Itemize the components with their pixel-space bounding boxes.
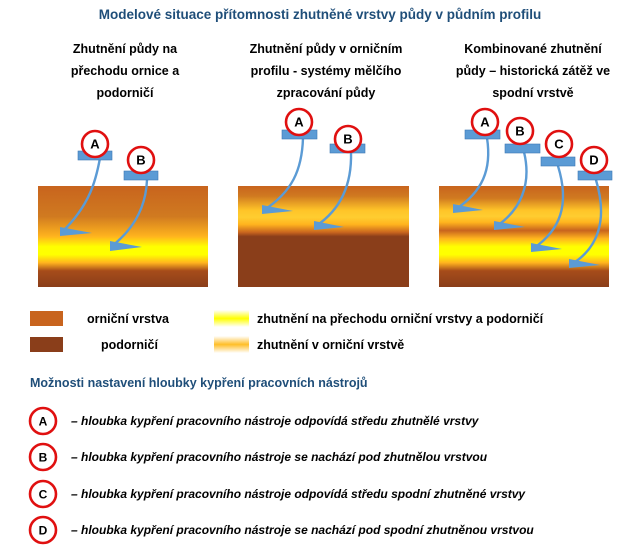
legend-swatch-topsoil	[30, 311, 63, 326]
tool-panel-3-d: D	[569, 145, 613, 268]
tool-label-a: A	[480, 115, 490, 130]
tool-panel-1-b: B	[110, 145, 159, 251]
panel-2-title: Zhutnění půdy v orničním profilu - systé…	[250, 42, 403, 100]
tool-label-circle	[126, 145, 156, 175]
tool-label-c: C	[554, 137, 564, 152]
panel-3-title: Kombinované zhutnění půdy – historická z…	[456, 42, 610, 100]
depth-item-text: – hloubka kypření pracovního nástroje od…	[71, 414, 480, 428]
depth-item-d: D – hloubka kypření pracovního nástroje …	[28, 515, 534, 545]
tool-label-b: B	[136, 153, 145, 168]
panel-3-title-line-2: půdy – historická zátěž ve	[456, 64, 610, 78]
legend-label-compaction-transition: zhutnění na přechodu orniční vrstvy a po…	[257, 312, 544, 326]
legend-swatch-compaction-transition	[214, 310, 249, 327]
tool-panel-1-a: A	[60, 129, 113, 236]
tool-panel-3-c: C	[531, 129, 576, 252]
tool-label-circle	[579, 145, 609, 175]
panel-1-title: Zhutnění půdy na přechodu ornice a podor…	[71, 42, 180, 100]
depth-item-b: B – hloubka kypření pracovního nástroje …	[28, 442, 488, 472]
depth-item-circle	[28, 479, 58, 509]
depth-item-text: – hloubka kypření pracovního nástroje se…	[71, 450, 488, 464]
legend-label-compaction-topsoil: zhutnění v orniční vrstvě	[257, 338, 404, 352]
legend-swatch-compaction-topsoil	[214, 336, 249, 353]
diagram-title: Modelové situace přítomnosti zhutněné vr…	[99, 7, 542, 22]
tool-panel-2-b: B	[314, 124, 366, 230]
panel-3-title-line-3: spodní vrstvě	[492, 86, 573, 100]
tool-label-a: A	[294, 115, 304, 130]
tool-label-b: B	[515, 124, 524, 139]
tool-panel-2-a: A	[262, 107, 318, 214]
depth-item-circle	[28, 406, 58, 436]
tool-label-b: B	[343, 132, 352, 147]
tool-label-circle	[505, 116, 535, 146]
legend-label-subsoil: podorničí	[101, 338, 158, 352]
panel-3-title-line-1: Kombinované zhutnění	[464, 42, 602, 56]
depth-item-text: – hloubka kypření pracovního nástroje se…	[71, 523, 534, 537]
depth-item-letter: B	[39, 451, 48, 465]
tool-label-a: A	[90, 137, 100, 152]
panel-2-title-line-1: Zhutnění půdy v orničním	[250, 42, 403, 56]
panel-1-title-line-2: přechodu ornice a	[71, 64, 180, 78]
panel-1-title-line-3: podorničí	[97, 86, 154, 100]
tool-label-circle	[284, 107, 314, 137]
soil-profile-3	[439, 186, 609, 287]
tool-label-circle	[470, 107, 500, 137]
soil-profile-2	[238, 186, 409, 287]
depth-item-circle	[28, 442, 58, 472]
legend-label-topsoil: orniční vrstva	[87, 312, 170, 326]
tool-panel-3-b: B	[494, 116, 541, 230]
depth-item-letter: C	[39, 488, 48, 502]
tool-label-circle	[544, 129, 574, 159]
depth-item-a: A – hloubka kypření pracovního nástroje …	[28, 406, 480, 436]
panel-1-title-line-1: Zhutnění půdy na	[73, 42, 178, 56]
depth-section-title: Možnosti nastavení hloubky kypření praco…	[30, 376, 368, 390]
panel-2-title-line-2: profilu - systémy mělčího	[251, 64, 402, 78]
depth-item-text: – hloubka kypření pracovního nástroje od…	[71, 487, 526, 501]
depth-item-circle	[28, 515, 58, 545]
tool-panel-3-a: A	[453, 107, 501, 213]
panel-2-title-line-3: zpracování půdy	[277, 86, 376, 100]
depth-item-letter: A	[39, 415, 48, 429]
tool-label-d: D	[589, 153, 598, 168]
depth-item-letter: D	[39, 524, 48, 538]
legend-swatch-subsoil	[30, 337, 63, 352]
tool-label-circle	[80, 129, 110, 159]
tool-label-circle	[333, 124, 363, 154]
depth-item-c: C – hloubka kypření pracovního nástroje …	[28, 479, 526, 509]
legend: orniční vrstva podorničí zhutnění na pře…	[30, 310, 544, 353]
